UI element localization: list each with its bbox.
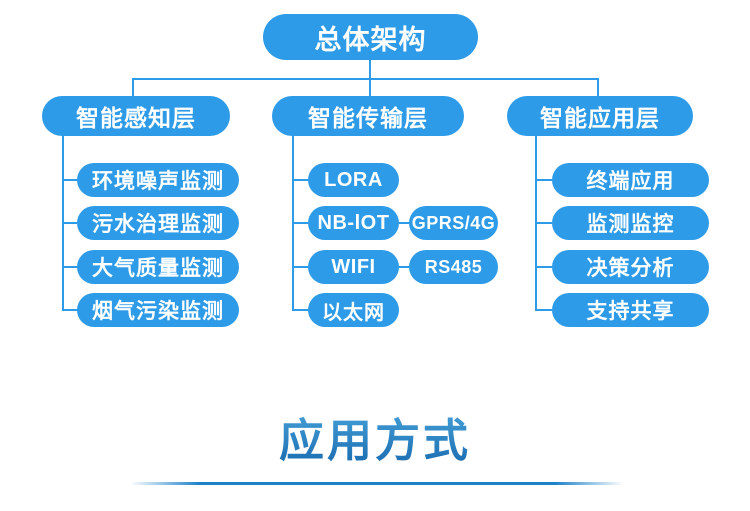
- child-node: RS485: [409, 250, 498, 284]
- branch-header-perception: 智能感知层: [42, 96, 230, 136]
- connector-stub: [535, 266, 552, 268]
- child-node: WIFI: [308, 250, 399, 284]
- child-node: 烟气污染监测: [77, 293, 239, 327]
- connector-stub: [62, 309, 78, 311]
- child-node: 以太网: [308, 293, 399, 327]
- connector-stub: [535, 179, 552, 181]
- connector-stub: [535, 309, 552, 311]
- connector-stub: [535, 222, 552, 224]
- branch-header-transmission: 智能传输层: [272, 96, 464, 136]
- child-node: 污水治理监测: [77, 206, 239, 240]
- connector-side-link: [398, 266, 410, 268]
- connector-stub: [292, 222, 309, 224]
- child-node: 监测监控: [552, 206, 709, 240]
- child-node: LORA: [308, 163, 399, 197]
- connector-stub: [292, 266, 309, 268]
- child-node: 终端应用: [552, 163, 709, 197]
- connector-stub: [62, 222, 78, 224]
- connector-branch3-drop: [597, 78, 599, 96]
- connector-root-vertical: [369, 60, 371, 78]
- connector-stub: [62, 266, 78, 268]
- child-node: NB-lOT: [308, 206, 399, 240]
- child-node: 支持共享: [552, 293, 709, 327]
- connector-side-link: [398, 222, 410, 224]
- connector-stub: [292, 309, 309, 311]
- root-node: 总体架构: [263, 14, 478, 60]
- connector-branch2-drop: [369, 78, 371, 96]
- child-node: 决策分析: [552, 250, 709, 284]
- connector-branch1-drop: [132, 78, 134, 96]
- connector-top-horizontal: [132, 78, 599, 80]
- connector-stub: [292, 179, 309, 181]
- child-node: 环境噪声监测: [77, 163, 239, 197]
- branch-header-application: 智能应用层: [507, 96, 693, 136]
- child-node: 大气质量监测: [77, 250, 239, 284]
- section-title: 应用方式: [0, 404, 750, 466]
- section-divider: [130, 482, 624, 485]
- child-node: GPRS/4G: [409, 206, 498, 240]
- connector-stub: [62, 179, 78, 181]
